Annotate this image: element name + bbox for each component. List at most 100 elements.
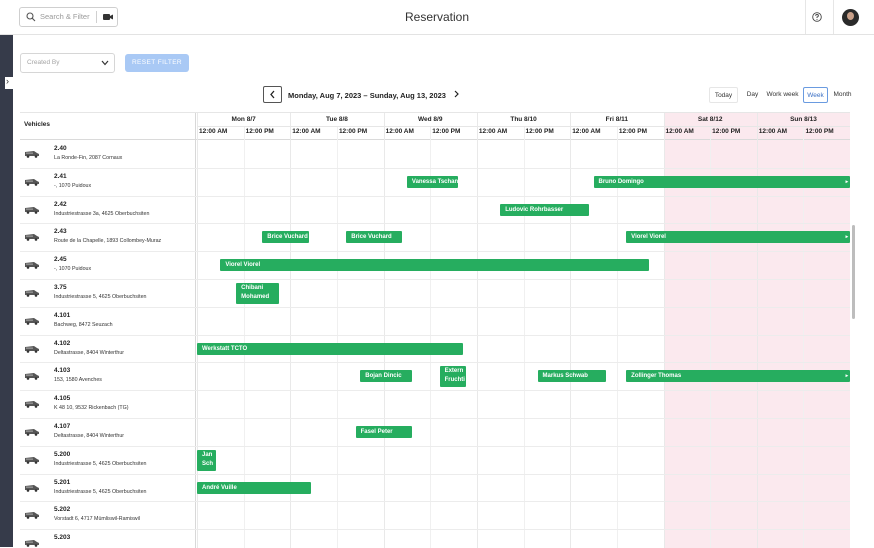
day-header: Fri 8/11: [605, 116, 629, 123]
reservation-event[interactable]: Vanessa Tschan: [406, 175, 459, 188]
time-header: 12:00 AM: [292, 128, 321, 135]
view-week-button[interactable]: Week: [803, 87, 828, 103]
row-divider: [20, 195, 850, 197]
day-column-line: [290, 113, 292, 548]
next-week-button[interactable]: [451, 89, 461, 99]
van-icon: [25, 234, 39, 242]
vehicle-name: 3.75: [54, 284, 67, 291]
day-column-line: [756, 113, 758, 548]
van-icon: [25, 512, 39, 520]
filter-video-icon[interactable]: [102, 11, 114, 23]
reservation-event[interactable]: Bruno Domingo▸: [593, 175, 850, 188]
reservation-event[interactable]: Bojan Dincic: [360, 370, 412, 383]
day-header: Mon 8/7: [231, 116, 256, 123]
event-label: Vanessa Tschan: [411, 178, 459, 185]
row-divider: [20, 418, 850, 419]
half-day-line: [243, 127, 245, 548]
day-column-line: [570, 113, 572, 548]
expand-sidebar-button[interactable]: ›: [5, 76, 15, 89]
van-icon: [25, 456, 39, 464]
time-header: 12:00 PM: [525, 128, 554, 135]
vehicle-address: Vorstadt 6, 4717 Mümliswil-Ramiswil: [54, 516, 140, 523]
vehicle-name: 5.203: [54, 534, 71, 542]
view-month-button[interactable]: Month: [833, 91, 852, 98]
search-filter-box[interactable]: Search & Filter: [19, 7, 118, 27]
continues-arrow-icon: ▸: [845, 178, 849, 185]
row-divider: [20, 223, 850, 225]
van-icon: [25, 401, 39, 408]
vehicle-address: Industriestrasse 5, 4625 Oberbuchsiten: [54, 488, 147, 495]
vehicles-column-header: Vehicles: [24, 121, 51, 128]
vehicle-name: 4.102: [54, 339, 71, 347]
reservation-event[interactable]: Brice Vuchard: [346, 231, 403, 244]
half-day-line: [430, 127, 432, 548]
row-divider: [20, 445, 850, 447]
time-header: 12:00 PM: [245, 128, 274, 135]
row-divider: [20, 251, 850, 253]
vehicle-address: Deltastrasse, 8404 Winterthur: [54, 433, 125, 439]
vehicle-name: 5.201: [54, 478, 71, 486]
vehicle-name: 2.45: [54, 256, 67, 264]
side-rail: ›: [0, 35, 15, 547]
day-header: Sat 8/12: [697, 116, 723, 123]
page-title: Reservation: [404, 10, 470, 24]
day-header-divider: [197, 126, 850, 127]
reservation-event[interactable]: Viorel Viorel▸: [626, 231, 850, 244]
chevron-right-icon: ›: [6, 76, 9, 86]
reservation-event[interactable]: Zollinger Thomas▸: [626, 370, 850, 383]
row-divider: [20, 473, 850, 475]
event-label: Zollinger Thomas: [631, 373, 682, 380]
reservation-event[interactable]: Ludovic Rohrbasser: [500, 203, 589, 216]
search-divider: [96, 11, 97, 23]
reservation-event[interactable]: Chibani Mohamed: [236, 283, 280, 304]
view-day-button[interactable]: Day: [746, 91, 759, 98]
search-input[interactable]: Search & Filter: [40, 12, 90, 21]
help-icon[interactable]: [812, 12, 822, 22]
vehicle-address: K 48 10, 9532 Rickenbach (TG): [54, 405, 129, 412]
time-header: 12:00 AM: [478, 128, 508, 135]
half-day-line: [336, 127, 338, 548]
top-bar: Search & Filter Reservation: [0, 0, 874, 35]
reservation-event[interactable]: André Vuille: [197, 481, 311, 494]
van-icon: [25, 178, 39, 186]
vehicle-address: Industriestrasse 5, 4625 Oberbuchsiten: [54, 460, 147, 467]
reservation-event[interactable]: Viorel Viorel: [220, 259, 650, 272]
reservation-event[interactable]: Werkstatt TCTO: [197, 342, 463, 355]
view-today-button[interactable]: Today: [709, 87, 738, 103]
continues-arrow-icon: ▸: [845, 234, 849, 241]
reservation-event[interactable]: Extern Fruchti: [439, 366, 466, 388]
reservation-event[interactable]: Fasel Peter: [355, 426, 412, 438]
time-header: 12:00 AM: [665, 128, 694, 135]
header-divider: [833, 0, 834, 34]
vehicle-address: -, 1070 Puidoux: [54, 182, 92, 189]
event-label: Fasel Peter: [360, 429, 393, 435]
time-header: 12:00 AM: [758, 128, 788, 135]
chevron-left-icon: [270, 90, 275, 99]
row-divider: [20, 501, 850, 503]
van-icon: [25, 345, 39, 353]
day-header: Sun 8/13: [790, 116, 817, 123]
created-by-select[interactable]: Created By: [20, 53, 115, 73]
half-day-line: [616, 127, 618, 548]
day-column-line: [663, 113, 665, 548]
event-label: Extern Fruchti: [444, 368, 465, 384]
van-icon: [25, 373, 39, 381]
reservation-event[interactable]: Markus Schwab: [537, 370, 606, 383]
vehicle-name: 4.101: [54, 311, 71, 319]
vertical-scrollbar[interactable]: [852, 225, 855, 319]
time-header: 12:00 PM: [712, 128, 741, 135]
header-bottom-border: [20, 139, 850, 140]
vehicle-address: 153, 1580 Avenches: [54, 377, 102, 384]
vehicle-name: 4.105: [54, 395, 71, 403]
vehicle-address: Deltastrasse, 8404 Winterthur: [54, 349, 125, 356]
vehicle-name: 2.40: [54, 145, 67, 152]
view-work-week-button[interactable]: Work week: [766, 91, 799, 98]
chevron-down-icon: [101, 60, 109, 66]
reset-filter-button[interactable]: RESET FILTER: [125, 54, 189, 72]
reservation-event[interactable]: Brice Vuchard: [262, 231, 309, 244]
van-icon: [25, 540, 39, 547]
reservation-event[interactable]: Jan Sch: [197, 449, 216, 471]
avatar[interactable]: [842, 9, 859, 26]
previous-week-button[interactable]: [263, 86, 282, 103]
time-header: 12:00 PM: [432, 128, 461, 135]
